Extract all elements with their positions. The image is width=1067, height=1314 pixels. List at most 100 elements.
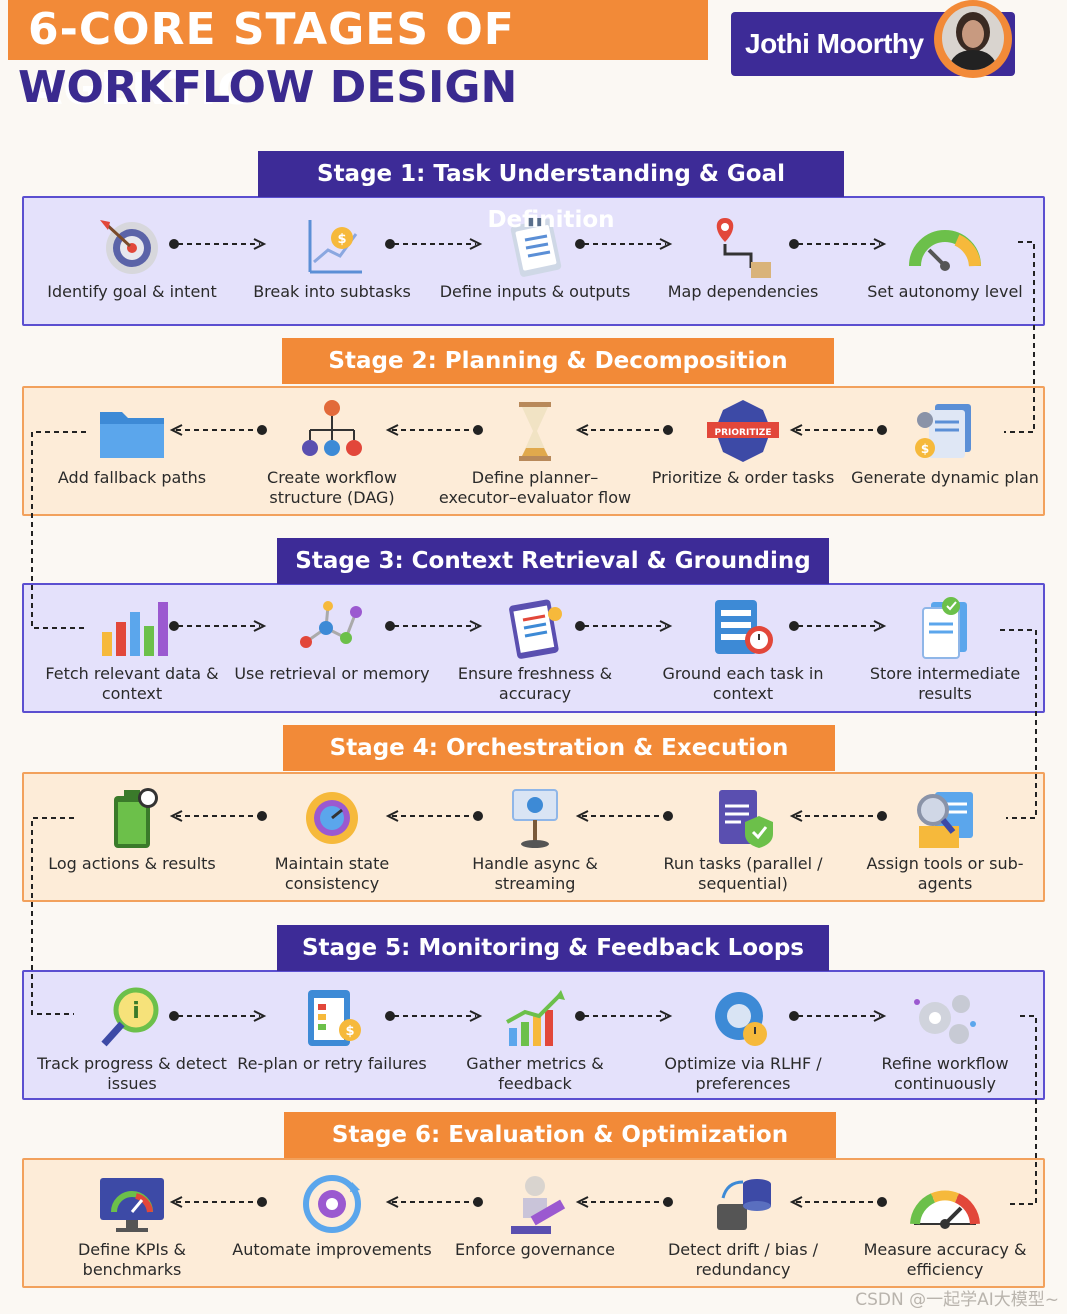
- stage-5-step-5: Refine workflow continuously: [845, 982, 1045, 1094]
- step-label: Break into subtasks: [253, 282, 411, 301]
- step-label: Gather metrics & feedback: [466, 1054, 604, 1093]
- stage-6-title: Stage 6: Evaluation & Optimization: [284, 1112, 836, 1158]
- arrow-right-icon: [169, 238, 267, 250]
- step-label: Set autonomy level: [867, 282, 1023, 301]
- prioritize-badge-icon: PRIORITIZE: [707, 400, 779, 462]
- arrow-right-icon: [789, 620, 887, 632]
- stage-6-step-4: Automate improvements: [232, 1168, 432, 1260]
- svg-text:$: $: [921, 442, 929, 456]
- stage-6-step-5: Define KPIs & benchmarks: [32, 1168, 232, 1280]
- arrow-left-icon: [169, 810, 267, 822]
- stage-3-step-5: Store intermediate results: [845, 592, 1045, 704]
- step-label: Track progress & detect issues: [37, 1054, 227, 1093]
- step-label: Map dependencies: [667, 282, 819, 301]
- arrow-right-icon: [789, 1010, 887, 1022]
- step-label: Generate dynamic plan: [851, 468, 1039, 487]
- step-label: Log actions & results: [48, 854, 216, 873]
- stage-3-step-4: Ground each task in context: [643, 592, 843, 704]
- arrow-left-icon: [385, 810, 483, 822]
- step-label: Use retrieval or memory: [234, 664, 430, 683]
- stage-5-step-4: Optimize via RLHF / preferences: [643, 982, 843, 1094]
- step-label: Define KPIs & benchmarks: [77, 1240, 187, 1279]
- cycle-gear-icon: [303, 1175, 361, 1233]
- step-label: Store intermediate results: [869, 664, 1021, 703]
- arrow-right-icon: [385, 238, 483, 250]
- target-icon: [100, 220, 158, 274]
- step-label: Define planner–executor–evaluator flow: [438, 468, 632, 507]
- arrow-left-icon: [789, 1196, 887, 1208]
- stage-4-step-2: Run tasks (parallel / sequential): [643, 782, 843, 894]
- state-gear-icon: [306, 792, 358, 844]
- search-document-icon: [917, 792, 973, 848]
- chart-coin-icon: $: [308, 220, 362, 274]
- stage-2-title: Stage 2: Planning & Decomposition: [282, 338, 834, 384]
- title-line-1: 6-CORE STAGES OF AGENTIC: [8, 0, 708, 115]
- step-label: Optimize via RLHF / preferences: [664, 1054, 822, 1093]
- stage-2-step-5: Add fallback paths: [32, 396, 232, 488]
- step-label: Enforce governance: [455, 1240, 615, 1259]
- step-label: Prioritize & order tasks: [651, 468, 835, 487]
- arrow-left-icon: [789, 424, 887, 436]
- arrow-left-icon: [169, 1196, 267, 1208]
- stage-3-step-2: Use retrieval or memory: [232, 592, 432, 684]
- hourglass-icon: [519, 402, 551, 461]
- svg-text:i: i: [132, 999, 140, 1024]
- arrow-left-icon: [575, 424, 673, 436]
- arrow-right-icon: [575, 238, 673, 250]
- streaming-camera-icon: [512, 789, 558, 848]
- stage-1-step-1: Identify goal & intent: [32, 210, 232, 302]
- hierarchy-icon: [302, 400, 362, 456]
- arrow-right-icon: [575, 1010, 673, 1022]
- stage-3-step-3: Ensure freshness & accuracy: [435, 592, 635, 704]
- step-label: Handle async & streaming: [472, 854, 598, 893]
- clipboard-coin-icon: $: [308, 990, 361, 1046]
- folder-icon: [100, 412, 164, 458]
- growth-chart-icon: [506, 990, 565, 1046]
- stage-4-title: Stage 4: Orchestration & Execution: [283, 725, 835, 771]
- portrait-icon: [948, 12, 998, 70]
- arrow-right-icon: [789, 238, 887, 250]
- stage-1-step-2: $ Break into subtasks: [232, 210, 432, 302]
- arrow-left-icon: [575, 1196, 673, 1208]
- step-label: Ensure freshness & accuracy: [457, 664, 613, 703]
- stage-3-step-1: Fetch relevant data & context: [32, 592, 232, 704]
- location-route-icon: [716, 218, 771, 278]
- step-label: Refine workflow continuously: [881, 1054, 1009, 1093]
- stage-2-step-3: Define planner–executor–evaluator flow: [435, 396, 635, 508]
- step-label: Define inputs & outputs: [439, 282, 631, 301]
- step-label: Maintain state consistency: [274, 854, 390, 893]
- gavel-icon: [511, 1176, 566, 1234]
- clipboard-icon: [510, 218, 562, 277]
- gauge-icon: [909, 230, 981, 271]
- prioritize-badge-text: PRIORITIZE: [715, 428, 772, 438]
- dashboard-monitor-icon: [100, 1178, 164, 1232]
- gears-icon: [914, 995, 976, 1044]
- step-label: Assign tools or sub-agents: [866, 854, 1024, 893]
- stage-5-title: Stage 5: Monitoring & Feedback Loops: [277, 925, 829, 971]
- stage-4-step-1: Assign tools or sub-agents: [845, 782, 1045, 894]
- step-label: Add fallback paths: [57, 468, 207, 487]
- arrow-right-icon: [169, 620, 267, 632]
- stage-2-step-4: Create workflow structure (DAG): [232, 396, 432, 508]
- battery-icon: [114, 788, 158, 848]
- plan-document-icon: $: [915, 404, 971, 458]
- step-label: Ground each task in context: [662, 664, 824, 703]
- speedometer-icon: [910, 1190, 980, 1229]
- checklist-clock-icon: [715, 600, 773, 654]
- svg-text:$: $: [345, 1024, 354, 1039]
- step-label: Fetch relevant data & context: [45, 664, 219, 703]
- stage-4-step-5: Log actions & results: [32, 782, 232, 874]
- database-sync-icon: [717, 1179, 771, 1230]
- arrow-left-icon: [385, 424, 483, 436]
- arrow-left-icon: [575, 810, 673, 822]
- gear-clock-icon: [715, 992, 767, 1046]
- title-line-2: WORKFLOW DESIGN: [18, 62, 518, 113]
- file-shield-icon: [719, 790, 773, 848]
- stage-6-step-1: Measure accuracy & efficiency: [845, 1168, 1045, 1280]
- arrow-right-icon: [575, 620, 673, 632]
- avatar: [934, 0, 1012, 78]
- step-label: Re-plan or retry failures: [237, 1054, 427, 1073]
- step-label: Automate improvements: [232, 1240, 432, 1259]
- arrow-right-icon: [385, 1010, 483, 1022]
